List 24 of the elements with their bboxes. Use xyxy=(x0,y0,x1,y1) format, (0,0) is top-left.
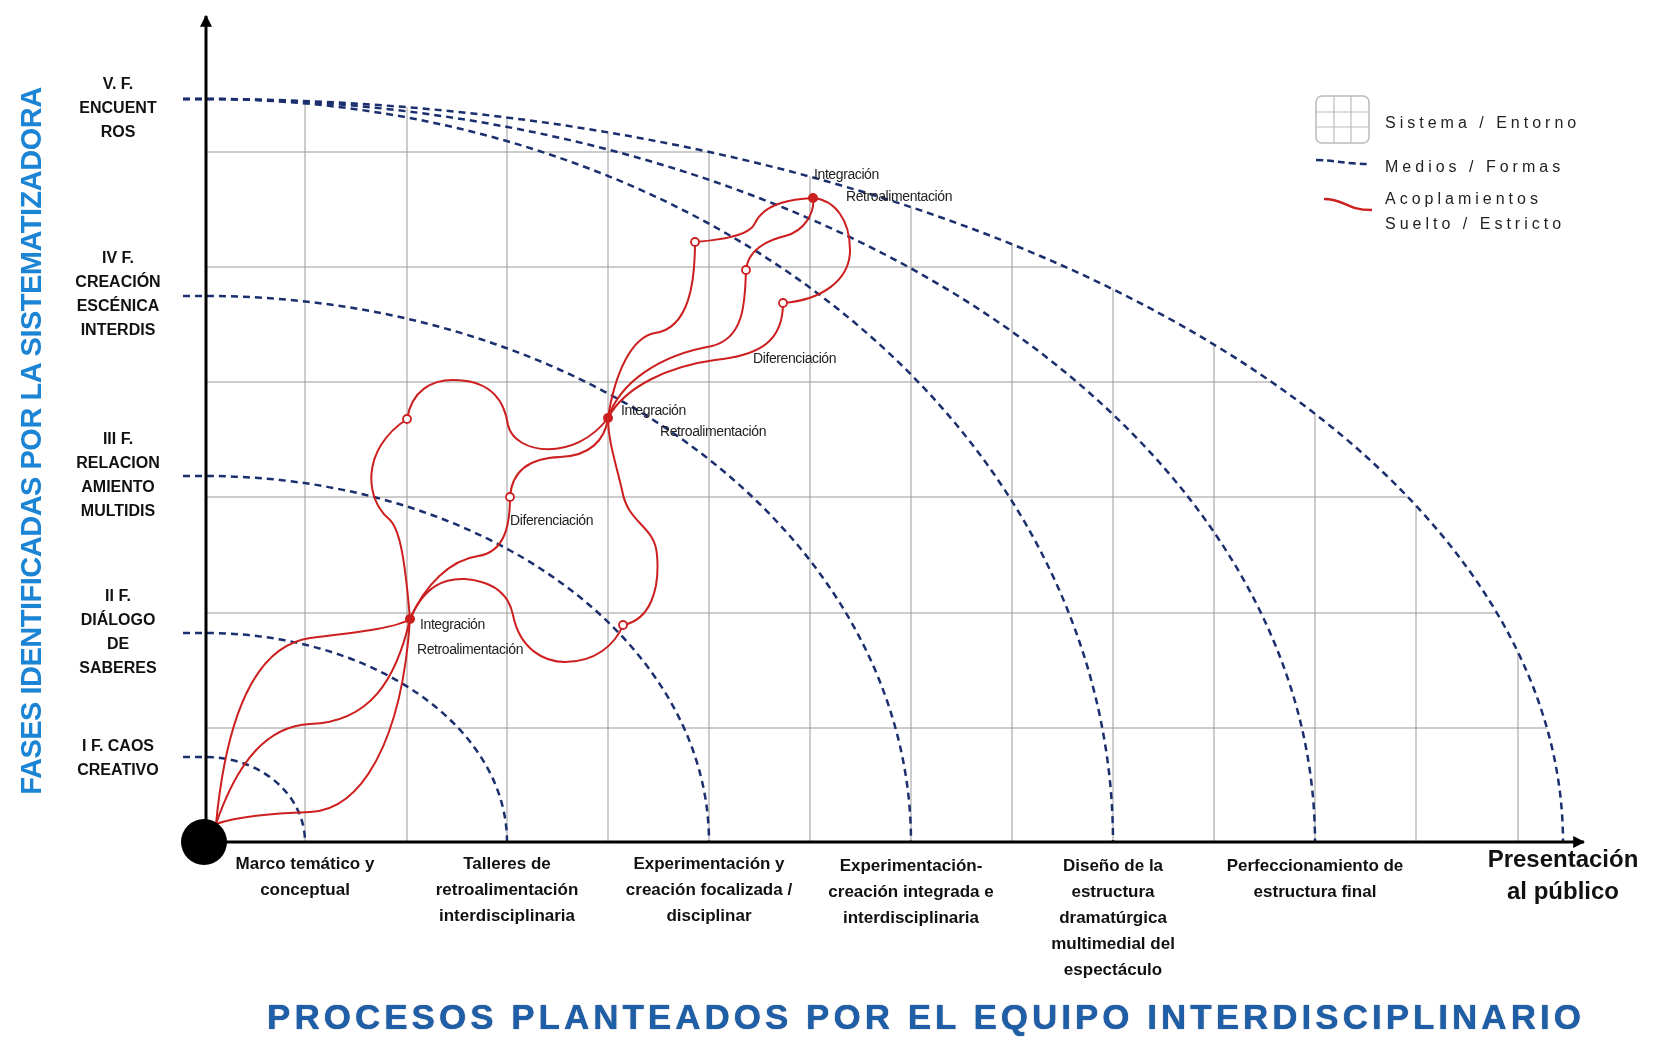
annotation-label: Diferenciación xyxy=(510,512,594,529)
category-label: Diseño de la estructura dramatúrgica multimedial del espectáculo xyxy=(1050,855,1176,981)
phase-label: IV F. CREACIÓN ESCÉNICA INTERDIS xyxy=(74,248,162,340)
phase-label: III F. RELACION AMIENTO MULTIDIS xyxy=(75,429,161,521)
phase-label: V. F. ENCUENT ROS xyxy=(78,74,158,142)
category-label: Talleres de retroalimentación interdisciplinaria xyxy=(434,853,580,927)
category-label: Presentación al público xyxy=(1486,844,1640,906)
axis-title: PROCESOS PLANTEADOS POR EL EQUIPO INTERDISCIPLINARIO xyxy=(266,997,1586,1037)
annotation-label: Integración xyxy=(621,402,686,419)
legend-label: Sistema / Entorno xyxy=(1385,113,1582,133)
axis-title: FASES IDENTIFICADAS POR LA SISTEMATIZADORA xyxy=(14,86,48,797)
category-label: Perfeccionamiento de estructura final xyxy=(1225,855,1405,903)
phase-label: II F. DIÁLOGO DE SABERES xyxy=(78,586,158,678)
category-label: Experimentación y creación focalizada / disciplinar xyxy=(624,853,794,927)
annotation-label: Diferenciación xyxy=(753,350,837,367)
legend-label: Medios / Formas xyxy=(1385,157,1566,177)
category-label: Experimentación-creación integrada e interdisciplinaria xyxy=(827,855,995,929)
annotation-label: Integración xyxy=(814,166,879,183)
category-label: Marco temático y conceptual xyxy=(234,853,376,901)
phase-label: I F. CAOS CREATIVO xyxy=(76,736,160,780)
annotation-label: Retroalimentación xyxy=(660,423,767,440)
annotation-label: Retroalimentación xyxy=(417,641,524,658)
annotation-label: Integración xyxy=(420,616,485,633)
legend-label: Acoplamientos Suelto / Estricto xyxy=(1385,189,1567,234)
